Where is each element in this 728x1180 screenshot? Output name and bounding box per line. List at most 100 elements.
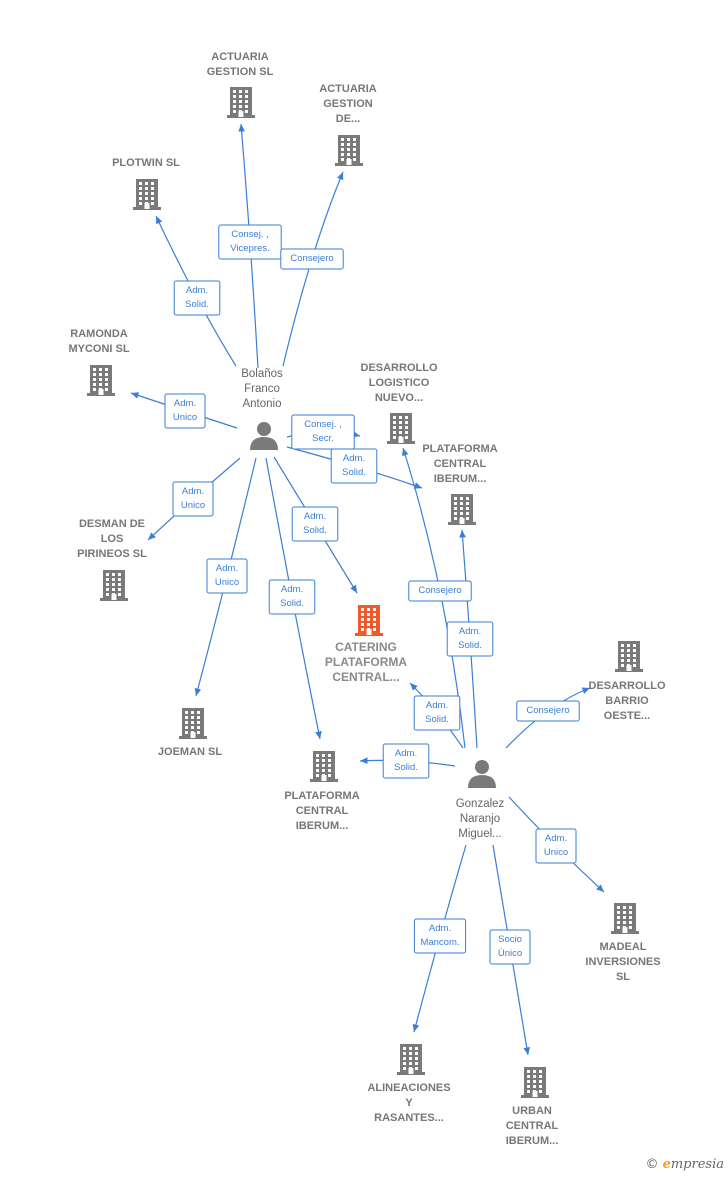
edge-label-box: [489, 929, 531, 965]
node-label-line: ALINEACIONES: [367, 1082, 450, 1094]
edge-label-bolanos-to-actuaria1[interactable]: Consej. ,Vicepres.: [218, 224, 282, 260]
node-ramonda[interactable]: RAMONDA MYCONI SL: [68, 328, 130, 396]
edge-label-text: Unico: [215, 577, 239, 588]
node-label-line: CENTRAL: [296, 805, 349, 817]
edge-label-text: Solid.: [185, 299, 209, 310]
node-catering[interactable]: CATERINGPLATAFORMACENTRAL...: [325, 605, 408, 684]
edge-label-bolanos-to-actuaria2[interactable]: Consejero: [280, 248, 344, 270]
node-label-line: ACTUARIA: [319, 83, 376, 95]
building-icon: [611, 903, 639, 934]
node-label-line: LOS: [101, 533, 124, 545]
node-label-line: GESTION SL: [207, 66, 274, 78]
node-plotwin[interactable]: PLOTWIN SL: [112, 157, 180, 210]
building-icon: [100, 570, 128, 601]
edge-label-bolanos-to-plataforma1[interactable]: Adm.Solid.: [330, 448, 378, 484]
node-alineaciones[interactable]: ALINEACIONES Y RASANTES...: [367, 1044, 451, 1124]
edge-label-gonzalez-to-desarrollo_log[interactable]: Consejero: [408, 580, 472, 602]
edge-label-text: Adm.: [395, 748, 417, 759]
edge-label-gonzalez-to-plataforma1[interactable]: Adm.Solid.: [446, 621, 494, 657]
edge-label-box: [173, 280, 221, 316]
logo-text: mpresia: [670, 1157, 724, 1172]
edge-label-gonzalez-to-alineaciones[interactable]: Adm. Mancom.: [413, 918, 467, 954]
node-label-line: PLATAFORMA: [422, 443, 497, 455]
edge-label-box: [413, 695, 461, 731]
edge-label-text: Único: [498, 948, 522, 959]
building-icon: [615, 641, 643, 672]
edge-label-bolanos-to-catering[interactable]: Adm. Solid.: [291, 506, 339, 542]
node-desarrollo_barrio[interactable]: DESARROLLOBARRIOOESTE...: [589, 641, 666, 722]
building-icon: [448, 494, 476, 525]
edge-label-bolanos-to-desarrollo_log[interactable]: Consej. , Secr.: [291, 414, 355, 450]
node-label-line: CENTRAL: [434, 458, 487, 470]
node-desarrollo_log[interactable]: DESARROLLOLOGISTICONUEVO...: [361, 362, 438, 444]
node-urban[interactable]: URBANCENTRALIBERUM...: [506, 1067, 559, 1147]
edge-label-bolanos-to-plataforma2[interactable]: Adm.Solid.: [268, 579, 316, 615]
node-label-line: RASANTES...: [374, 1112, 444, 1124]
node-label-line: CENTRAL: [506, 1120, 559, 1132]
node-label-line: OESTE...: [604, 710, 650, 722]
node-label-line: PLATAFORMA: [284, 790, 359, 802]
edge-label-gonzalez-to-madeal[interactable]: Adm.Unico: [535, 828, 577, 864]
node-label-line: MADEAL: [599, 941, 646, 953]
node-label-line: NUEVO...: [375, 392, 423, 404]
node-label-line: Gonzalez: [456, 798, 505, 810]
edge-label-text: Solid.: [394, 762, 418, 773]
node-label-line: Naranjo: [460, 813, 500, 825]
building-icon: [227, 87, 255, 118]
building-icon: [397, 1044, 425, 1075]
node-label-line: ACTUARIA: [211, 51, 268, 63]
node-label-line: CENTRAL...: [332, 670, 399, 684]
node-gonzalez[interactable]: GonzalezNaranjoMiguel...: [456, 760, 505, 840]
edge-label-text: Vicepres.: [230, 243, 269, 254]
edge-label-box: [535, 828, 577, 864]
building-icon: [335, 135, 363, 166]
edge-label-text: Adm.: [182, 486, 204, 497]
edges-layer: [130, 123, 605, 1056]
node-plataforma2[interactable]: PLATAFORMA CENTRAL IBERUM...: [284, 751, 360, 832]
edge-label-bolanos-to-plotwin[interactable]: Adm.Solid.: [173, 280, 221, 316]
node-label-line: CATERING: [335, 640, 397, 654]
edge-label-text: Unico: [544, 847, 568, 858]
node-label-line: Y: [405, 1097, 413, 1109]
edge-label-box: [382, 743, 430, 779]
node-plataforma1[interactable]: PLATAFORMACENTRALIBERUM...: [422, 443, 498, 525]
node-label-line: RAMONDA: [70, 328, 127, 340]
node-label-line: IBERUM...: [296, 820, 349, 832]
edge-label-text: Solid.: [425, 714, 449, 725]
node-label-line: MYCONI SL: [68, 343, 129, 355]
node-actuaria2[interactable]: ACTUARIAGESTIONDE...: [319, 83, 377, 166]
node-actuaria1[interactable]: ACTUARIA GESTION SL: [207, 51, 274, 118]
edge-label-text: Mancom.: [420, 937, 459, 948]
edge-label-gonzalez-to-desarrollo_barrio[interactable]: Consejero: [516, 700, 580, 722]
node-label-line: JOEMAN SL: [158, 746, 222, 758]
edge-label-gonzalez-to-plataforma2[interactable]: Adm. Solid.: [382, 743, 430, 779]
edge-label-text: Secr.: [312, 433, 334, 444]
edge-label-text: Solid.: [303, 525, 327, 536]
edge-label-bolanos-to-ramonda[interactable]: Adm. Unico: [164, 393, 206, 429]
edge-label-text: Solid.: [458, 640, 482, 651]
edge-label-text: Adm.: [281, 584, 303, 595]
person-icon: [468, 760, 496, 788]
copyright-symbol: ©: [645, 1157, 659, 1172]
building-icon: [87, 365, 115, 396]
edge-label-bolanos-to-joeman[interactable]: Adm.Unico: [206, 558, 248, 594]
edge-label-bolanos-to-desman[interactable]: Adm.Unico: [172, 481, 214, 517]
edge-label-box: [172, 481, 214, 517]
building-icon: [133, 179, 161, 210]
edge-label-text: Consej. ,: [304, 419, 342, 430]
edge-label-text: Adm.: [429, 923, 451, 934]
edge-label-text: Unico: [173, 412, 197, 423]
edge-label-gonzalez-to-catering[interactable]: Adm.Solid.: [413, 695, 461, 731]
building-icon: [179, 708, 207, 739]
edge-label-text: Adm.: [304, 511, 326, 522]
edge-label-text: Adm.: [174, 398, 196, 409]
building-icon: [521, 1067, 549, 1098]
node-joeman[interactable]: JOEMAN SL: [158, 708, 222, 758]
edge-label-text: Consejero: [526, 705, 569, 716]
